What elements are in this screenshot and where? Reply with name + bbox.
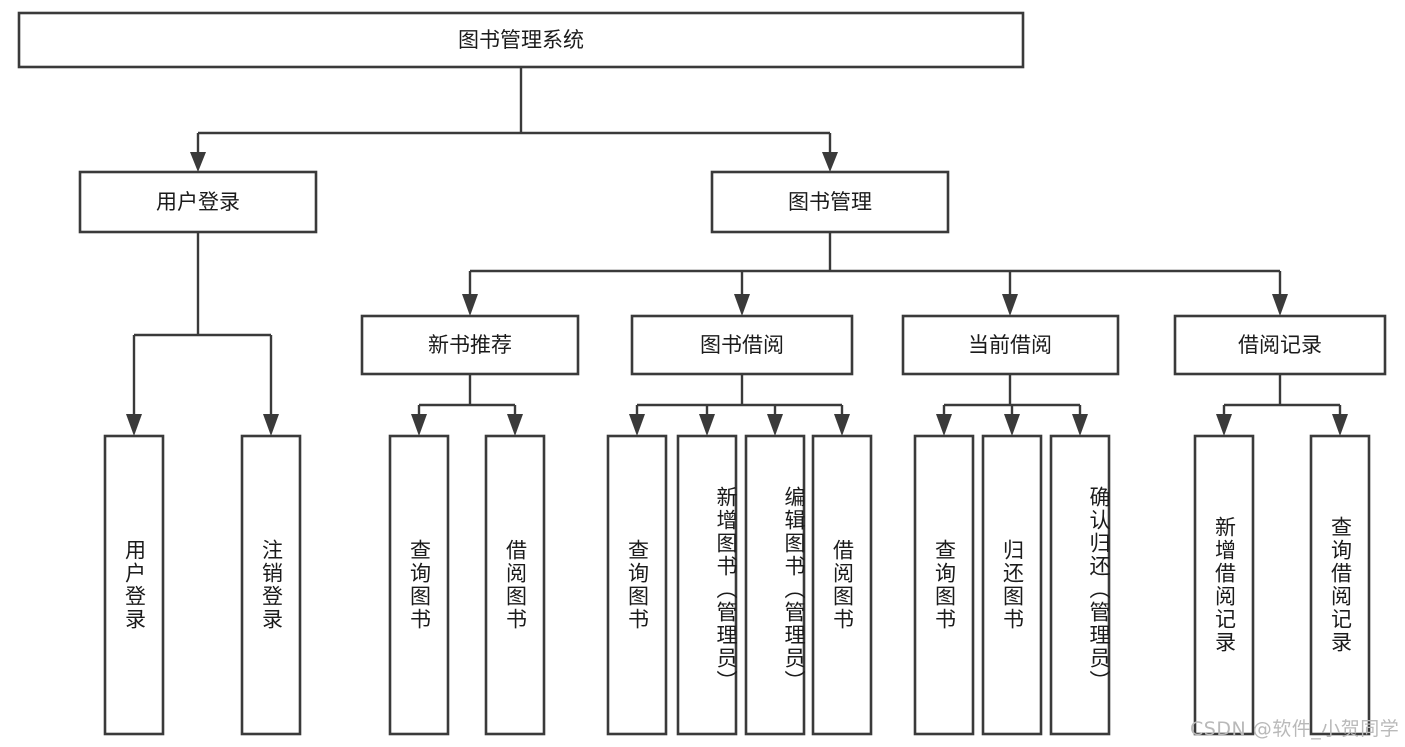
connector-userlogin-bus — [132, 232, 273, 424]
node-new-book-recommend[interactable]: 新书推荐 — [360, 314, 580, 376]
arrow-bookmgmt-to-book-borrow — [734, 294, 750, 316]
node-book-borrow-label: 图书借阅 — [700, 333, 784, 357]
node-root[interactable]: 图书管理系统 — [17, 11, 1025, 69]
node-leaf-borrow-book-1-box[interactable] — [484, 434, 546, 736]
node-leaf-borrow-book-2-box[interactable] — [811, 434, 873, 736]
node-leaf-return-book-box[interactable] — [981, 434, 1043, 736]
node-book-management-box[interactable] — [710, 170, 950, 234]
node-user-login[interactable]: 用户登录 — [78, 170, 318, 234]
connector-bookborrow-bus — [635, 374, 844, 424]
node-borrow-record[interactable]: 借阅记录 — [1173, 314, 1387, 376]
node-user-login-label: 用户登录 — [156, 190, 240, 214]
arrow-bookmgmt-to-current-borrow — [1002, 294, 1018, 316]
node-leaf-user-login-box[interactable] — [103, 434, 165, 736]
node-book-management-label: 图书管理 — [788, 190, 872, 214]
node-leaf-query-book-1-box[interactable] — [388, 434, 450, 736]
node-book-borrow[interactable]: 图书借阅 — [630, 314, 854, 376]
node-leaf-query-book-3-box[interactable] — [913, 434, 975, 736]
node-leaf-confirm-return-box[interactable] — [1049, 434, 1111, 736]
arrow-bookborrow-to-leaf-4 — [834, 414, 850, 436]
arrow-bookmgmt-to-new-book — [462, 294, 478, 316]
node-book-borrow-box[interactable] — [630, 314, 854, 376]
node-leaf-query-book-2-box[interactable] — [606, 434, 668, 736]
leaf-box-layer — [103, 434, 1371, 736]
arrow-userlogin-to-leaf-2 — [263, 414, 279, 436]
node-current-borrow-label: 当前借阅 — [968, 333, 1052, 357]
node-new-book-recommend-label: 新书推荐 — [428, 333, 512, 357]
connector-bookmgmt-bus — [468, 232, 1282, 304]
node-borrow-record-box[interactable] — [1173, 314, 1387, 376]
node-current-borrow-box[interactable] — [901, 314, 1120, 376]
node-new-book-recommend-box[interactable] — [360, 314, 580, 376]
arrow-bookborrow-to-leaf-1 — [629, 414, 645, 436]
arrow-currentborrow-to-leaf-3 — [1072, 414, 1088, 436]
arrow-root-to-user-login — [190, 152, 206, 172]
arrow-newbook-to-leaf-1 — [411, 414, 427, 436]
node-leaf-add-record-box[interactable] — [1193, 434, 1255, 736]
node-leaf-add-book-box[interactable] — [676, 434, 738, 736]
arrow-bookmgmt-to-borrow-record — [1272, 294, 1288, 316]
connector-newbook-bus — [417, 374, 517, 424]
connector-borrowrecord-bus — [1222, 374, 1342, 424]
node-root-label: 图书管理系统 — [458, 28, 584, 52]
node-leaf-query-record-box[interactable] — [1309, 434, 1371, 736]
node-current-borrow[interactable]: 当前借阅 — [901, 314, 1120, 376]
arrow-bookborrow-to-leaf-2 — [699, 414, 715, 436]
arrow-currentborrow-to-leaf-1 — [936, 414, 952, 436]
node-borrow-record-label: 借阅记录 — [1238, 333, 1322, 357]
node-leaf-logout-login-box[interactable] — [240, 434, 302, 736]
node-user-login-box[interactable] — [78, 170, 318, 234]
arrow-newbook-to-leaf-2 — [507, 414, 523, 436]
arrow-userlogin-to-leaf-1 — [126, 414, 142, 436]
connector-root-bus — [196, 67, 832, 162]
arrow-currentborrow-to-leaf-2 — [1004, 414, 1020, 436]
arrow-root-to-book-management — [822, 152, 838, 172]
node-book-management[interactable]: 图书管理 — [710, 170, 950, 234]
arrow-bookborrow-to-leaf-3 — [767, 414, 783, 436]
node-root-box[interactable] — [17, 11, 1025, 69]
arrow-borrowrecord-to-leaf-2 — [1332, 414, 1348, 436]
arrow-borrowrecord-to-leaf-1 — [1216, 414, 1232, 436]
node-leaf-edit-book-box[interactable] — [744, 434, 806, 736]
csdn-watermark: CSDN @软件_小贺同学 — [1190, 718, 1400, 740]
connector-layer — [126, 67, 1348, 436]
